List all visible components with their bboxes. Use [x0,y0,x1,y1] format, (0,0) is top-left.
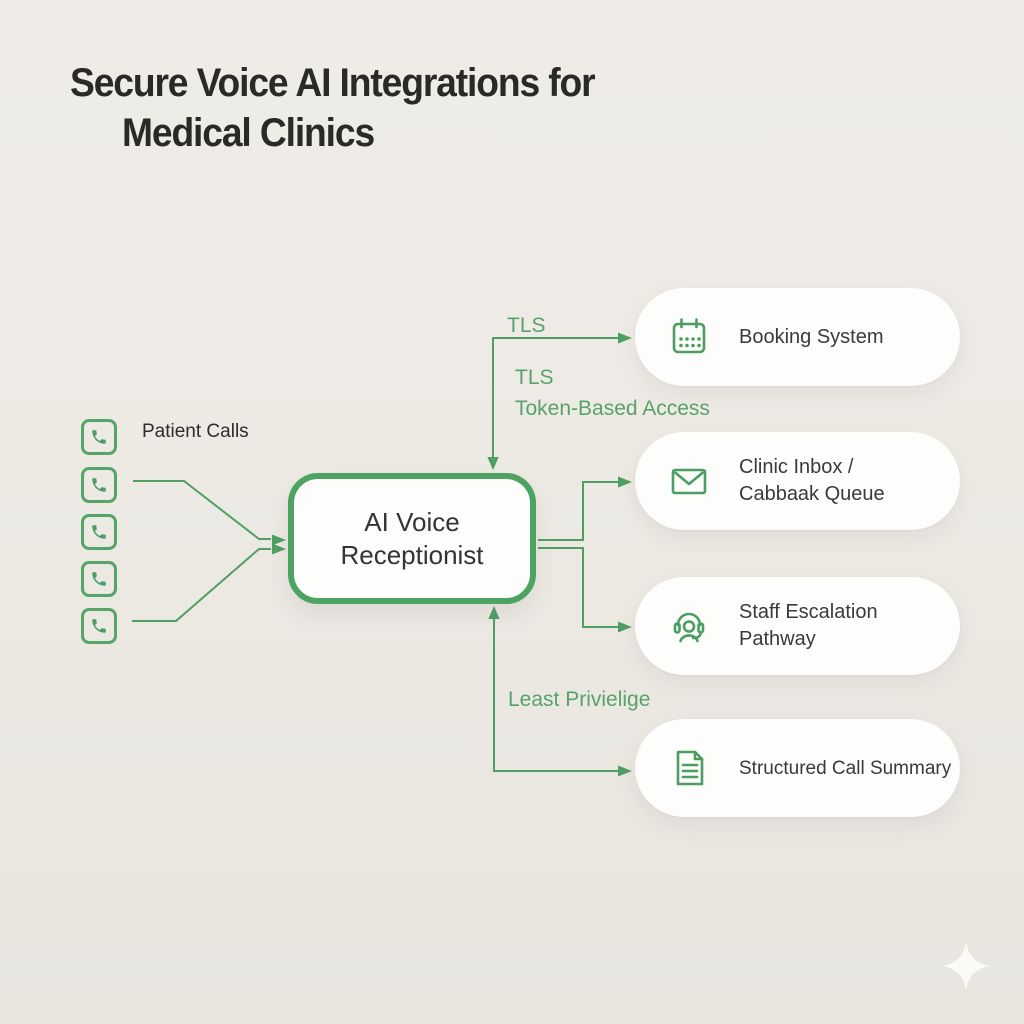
pill-structured-summary: Structured Call Summary [635,719,960,817]
pill-label-line-2: Cabbaak Queue [739,483,885,505]
pill-label: Structured Call Summary [739,757,952,779]
page-title-line-2: Medical Clinics [122,111,375,155]
arrowhead-node-top [487,457,499,470]
edge-label-least-privilege: Least Privielige [508,688,651,711]
pill-label-line-1: Clinic Inbox / [739,456,854,478]
node-label-line-1: AI Voice [364,506,460,537]
edge-phone2-to-node [133,480,271,540]
page-title-line-1: Secure Voice AI Integrations for [70,61,596,105]
arrowhead-escalation [618,621,632,633]
arrowhead-summary [618,765,632,777]
edge-label-tls-top: TLS [507,314,546,337]
arrowhead-inbox [618,476,632,488]
pill-label-line-2: Pathway [739,628,816,650]
calendar-icon [667,315,711,359]
phone-icon [81,419,117,455]
pill-booking-system: Booking System [635,288,960,386]
arrowhead-node-bottom [488,606,500,619]
phone-icon [81,608,117,644]
phone-icon [81,514,117,550]
pill-clinic-inbox: Clinic Inbox / Cabbaak Queue [635,432,960,530]
arrowhead-booking [618,332,632,344]
sparkle-icon [942,942,990,990]
node-label-line-2: Receptionist [340,539,484,570]
ai-voice-receptionist-node: AI Voice Receptionist [288,473,536,604]
headset-agent-icon [667,604,711,648]
pill-label-line-1: Staff Escalation [739,601,878,623]
pill-label: Booking System [739,325,884,348]
envelope-icon [667,459,711,503]
edge-node-to-inbox [538,481,618,541]
phone-icon [81,561,117,597]
document-icon [667,746,711,790]
pill-staff-escalation: Staff Escalation Pathway [635,577,960,675]
arrowhead-into-node-upper [272,534,286,546]
edge-phone5-to-node [132,548,271,622]
edge-label-token-access: Token-Based Access [515,397,710,420]
phone-icon [81,467,117,503]
arrowhead-into-node-lower [272,543,286,555]
edge-label-tls-mid: TLS [515,366,554,389]
patient-calls-label: Patient Calls [142,421,249,442]
edge-node-to-escalation [538,547,618,628]
